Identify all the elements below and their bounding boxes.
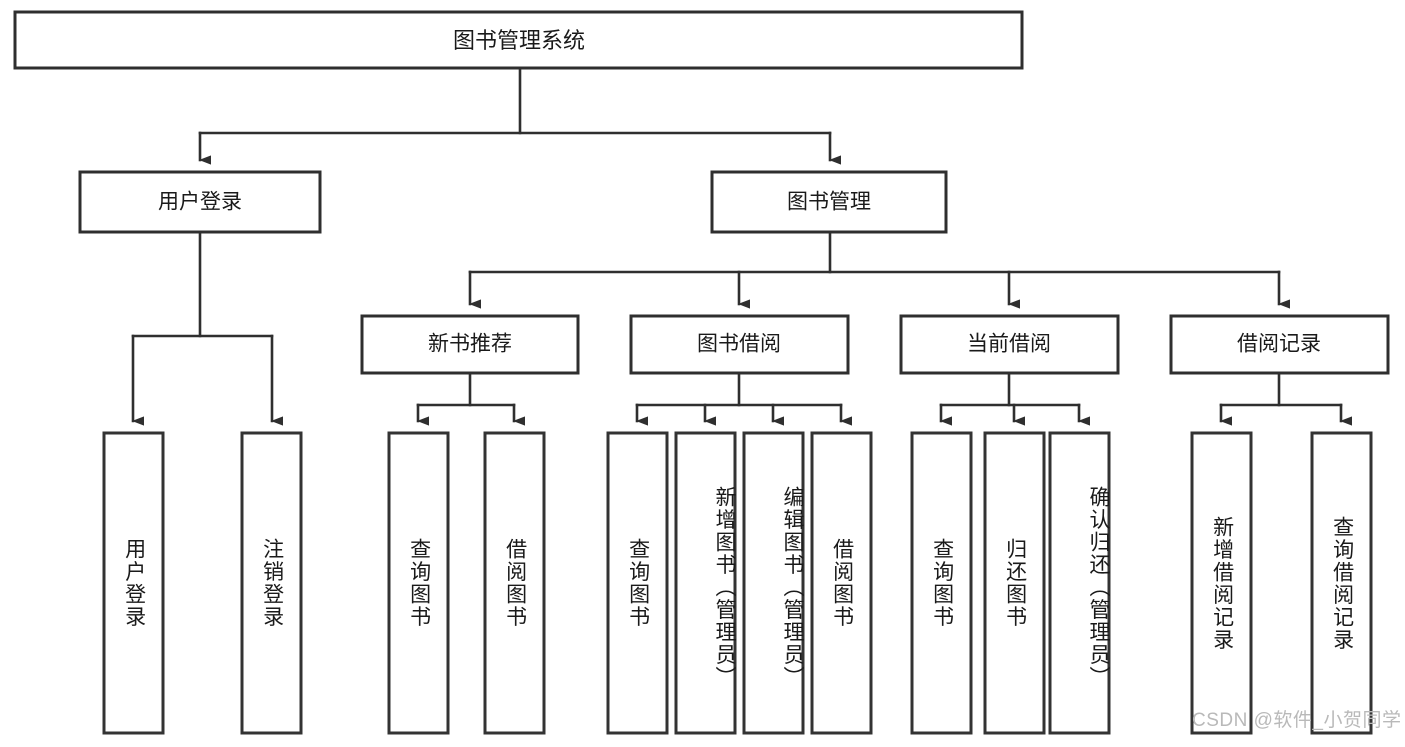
node-new-book-recommend-box[interactable] bbox=[360, 314, 580, 375]
node-leaf-user-logout-box[interactable] bbox=[240, 431, 303, 735]
node-current-borrow-box[interactable] bbox=[899, 314, 1120, 375]
node-new-book-recommend-label: 新书推荐 bbox=[428, 333, 512, 356]
node-leaf-query-book-2-box[interactable] bbox=[606, 431, 669, 735]
node-user-login[interactable]: 用户登录 bbox=[78, 170, 322, 234]
node-leaf-add-book-box[interactable] bbox=[674, 431, 737, 735]
connector-group-root bbox=[198, 66, 841, 165]
connector-group-current-borrow bbox=[939, 371, 1090, 426]
node-borrow-record-label: 借阅记录 bbox=[1237, 333, 1321, 356]
connector-group-book-manage bbox=[468, 230, 1290, 309]
leaf-boxes bbox=[102, 431, 1373, 735]
node-leaf-return-book-box[interactable] bbox=[983, 431, 1046, 735]
node-user-login-label: 用户登录 bbox=[158, 191, 242, 214]
connector-group-user-login bbox=[131, 230, 283, 426]
connector-group-book-borrow bbox=[635, 371, 852, 426]
node-book-manage-label: 图书管理 bbox=[787, 191, 871, 214]
node-root-box[interactable] bbox=[13, 10, 1024, 70]
node-leaf-user-login-box[interactable] bbox=[102, 431, 165, 735]
connector-group-new-book-recommend bbox=[416, 371, 525, 426]
node-leaf-query-record-box[interactable] bbox=[1310, 431, 1373, 735]
node-leaf-add-record-box[interactable] bbox=[1190, 431, 1253, 735]
node-leaf-borrow-book-2-box[interactable] bbox=[810, 431, 873, 735]
node-user-login-box[interactable] bbox=[78, 170, 322, 234]
node-book-borrow-box[interactable] bbox=[629, 314, 850, 375]
node-borrow-record-box[interactable] bbox=[1169, 314, 1390, 375]
node-borrow-record[interactable]: 借阅记录 bbox=[1169, 314, 1390, 375]
node-book-borrow-label: 图书借阅 bbox=[697, 333, 781, 356]
node-book-manage[interactable]: 图书管理 bbox=[710, 170, 948, 234]
csdn-watermark: CSDN @软件_小贺同学 bbox=[1192, 710, 1402, 731]
connector-group-borrow-record bbox=[1219, 371, 1352, 426]
node-leaf-confirm-return-box[interactable] bbox=[1048, 431, 1111, 735]
node-current-borrow-label: 当前借阅 bbox=[967, 333, 1051, 356]
node-new-book-recommend[interactable]: 新书推荐 bbox=[360, 314, 580, 375]
node-book-manage-box[interactable] bbox=[710, 170, 948, 234]
node-leaf-edit-book-box[interactable] bbox=[742, 431, 805, 735]
node-book-borrow[interactable]: 图书借阅 bbox=[629, 314, 850, 375]
node-leaf-query-book-3-box[interactable] bbox=[910, 431, 973, 735]
node-root-label: 图书管理系统 bbox=[453, 28, 585, 53]
node-leaf-borrow-book-1-box[interactable] bbox=[483, 431, 546, 735]
node-current-borrow[interactable]: 当前借阅 bbox=[899, 314, 1120, 375]
node-root[interactable]: 图书管理系统 bbox=[13, 10, 1024, 70]
node-leaf-query-book-1-box[interactable] bbox=[387, 431, 450, 735]
